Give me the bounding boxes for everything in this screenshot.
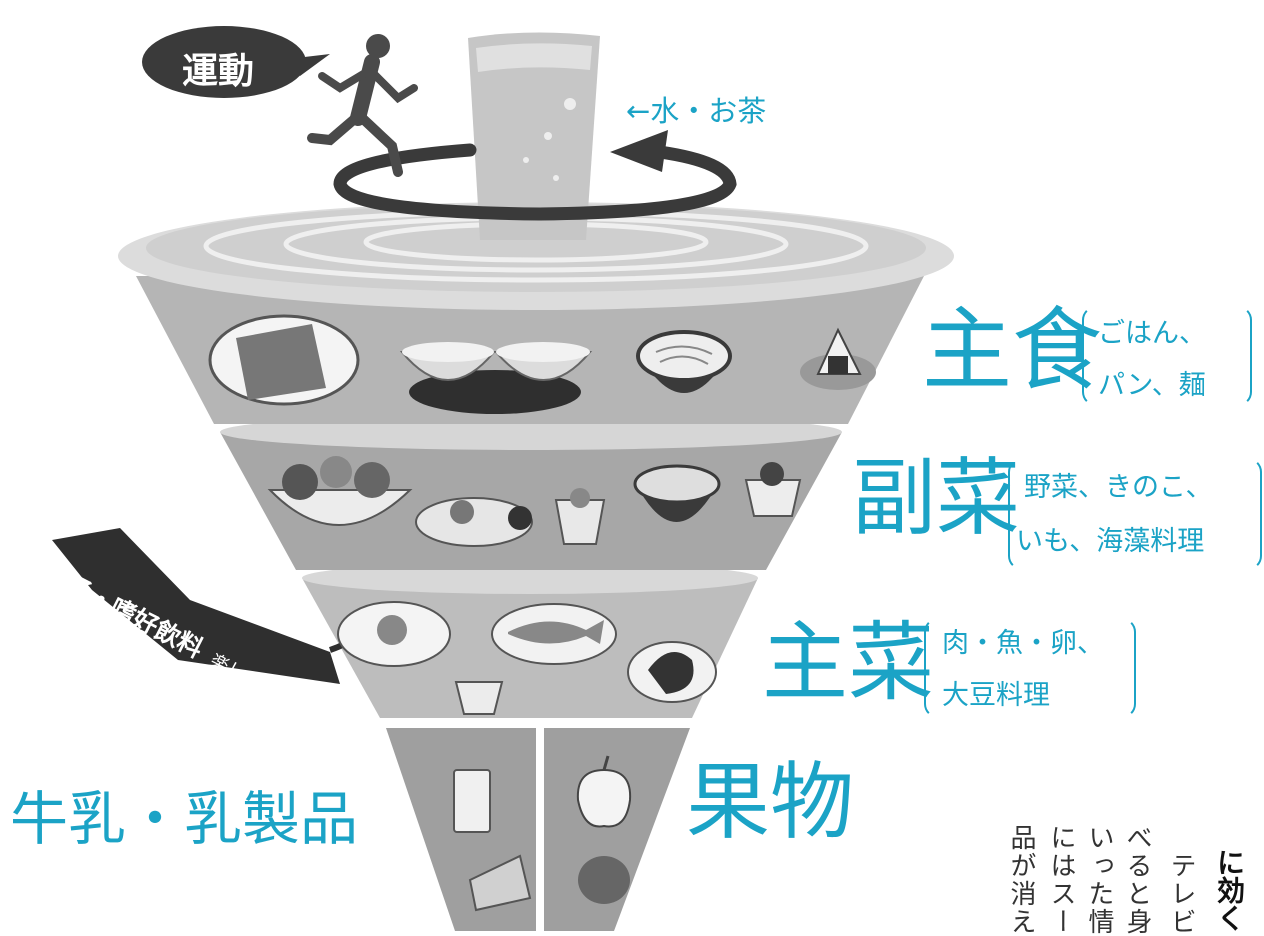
runner-icon: [307, 34, 418, 177]
article-column-5: 品が消え: [1006, 824, 1036, 936]
article-column-1: テレビ: [1166, 852, 1196, 936]
seaweed-dish-icon: [744, 462, 802, 517]
main-dish-items-line1: 肉・魚・卵、: [942, 628, 1104, 659]
main-dish-items-bracket: [924, 618, 1136, 718]
staple-items-line2: パン、麺: [1098, 370, 1206, 401]
water-glass-icon: [468, 32, 600, 240]
meat-dish-icon: [627, 641, 717, 703]
salad-icon: [267, 456, 413, 526]
fried-egg-icon: [337, 601, 451, 667]
side-dish-title: 副菜: [852, 449, 1021, 547]
fruit-title: 果物: [686, 753, 855, 851]
small-side-dish-icon: [554, 488, 606, 545]
rice-bowl-icon: [399, 342, 593, 414]
article-heading: に効く: [1213, 848, 1246, 932]
noodle-bowl-icon: [636, 330, 732, 393]
apple-icon: [576, 755, 632, 904]
water-tea-label: ←水・お茶: [626, 94, 767, 128]
main-dish-title: 主菜: [762, 613, 934, 713]
main-dish-items-line2: 大豆料理: [942, 680, 1050, 711]
fish-icon: [491, 603, 617, 665]
cheese-icon: [468, 854, 532, 912]
circular-arrow-icon: [333, 130, 737, 221]
staple-title: 主食: [922, 298, 1102, 403]
soup-bowl-icon: [633, 464, 721, 522]
exercise-speech-bubble: [142, 26, 330, 98]
milk-glass-icon: [453, 769, 491, 833]
onigiri-icon: [800, 327, 876, 390]
side-dish-items-line1: 野菜、きのこ、: [1024, 472, 1213, 503]
side-dish-items-bracket: [1008, 458, 1262, 570]
bread-icon: [208, 314, 360, 406]
vegetable-plate-icon: [415, 497, 533, 547]
article-column-3: いった情: [1084, 824, 1114, 936]
side-dish-items-line2: いも、海藻料理: [1016, 526, 1205, 557]
article-column-2: べると身: [1122, 824, 1152, 936]
staple-items-bracket: [1082, 306, 1252, 406]
exercise-bubble-label: 運動: [182, 51, 255, 92]
dairy-title: 牛乳・乳製品: [10, 785, 359, 853]
staple-items-line1: ごはん、: [1098, 318, 1206, 349]
article-column-4: にはスー: [1046, 824, 1076, 936]
tofu-dish-icon: [454, 681, 504, 715]
